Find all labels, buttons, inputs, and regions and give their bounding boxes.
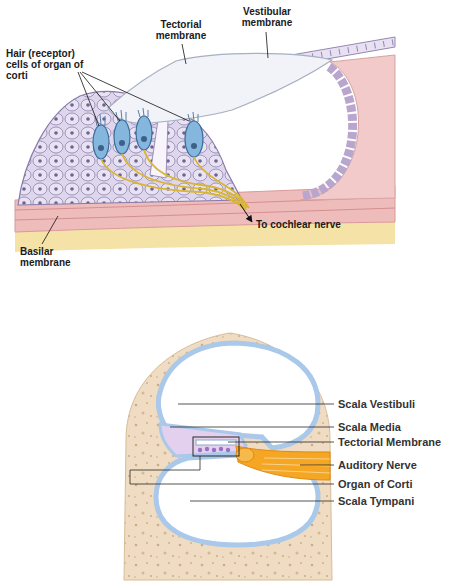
nerve-strands xyxy=(262,458,330,473)
stereocilia-tuft xyxy=(116,110,126,121)
leader-line xyxy=(78,72,99,126)
nucleus xyxy=(119,140,125,146)
tectorial-membrane-shape xyxy=(108,53,332,123)
tectorial-membrane-bar xyxy=(196,440,236,445)
basilar-stripe xyxy=(15,208,395,220)
organ-cells xyxy=(198,447,230,452)
stria-cells xyxy=(303,66,353,196)
nerve-fibers xyxy=(101,150,249,210)
nucleus xyxy=(98,145,104,151)
leader-line xyxy=(130,456,334,484)
cochlea-cross-section xyxy=(124,333,334,580)
nucleus xyxy=(141,136,147,142)
leader-line xyxy=(170,427,334,428)
leader-line xyxy=(190,501,334,502)
hair-cells xyxy=(93,116,203,159)
organ-cell xyxy=(219,447,223,451)
part-label: Scala Vestibuli xyxy=(338,398,415,410)
part-label: Scala Media xyxy=(338,421,401,433)
temporal-bone xyxy=(124,333,332,580)
leader-line xyxy=(266,32,268,58)
leader-line xyxy=(228,442,334,443)
part-label: To cochlear nerve xyxy=(256,219,341,230)
auditory-nerve-shape xyxy=(236,446,330,480)
organ-cell xyxy=(226,448,230,452)
leader-line xyxy=(300,465,334,466)
hair-cell xyxy=(136,116,152,150)
organ-cell xyxy=(198,448,202,452)
leader-line xyxy=(82,72,189,121)
leader-line xyxy=(178,404,334,405)
nerve-fiber xyxy=(194,157,249,208)
scala-media-shape xyxy=(160,424,248,456)
leader-line xyxy=(42,216,58,244)
leader-line xyxy=(80,72,120,121)
part-label: Basilar membrane xyxy=(20,246,76,268)
spiral-ligament xyxy=(300,55,395,200)
part-label: Vestibular membrane xyxy=(234,6,300,28)
nerve-fiber xyxy=(144,150,248,207)
hair-cell xyxy=(93,125,109,159)
nucleus xyxy=(191,143,197,149)
part-label: Scala Tympani xyxy=(338,495,414,507)
part-label: Tectorial Membrane xyxy=(338,436,441,448)
part-label: Organ of Corti xyxy=(338,478,413,490)
part-label: Hair (receptor) cells of organ of corti xyxy=(6,48,88,82)
hair-cell xyxy=(114,120,130,154)
hair-cell xyxy=(185,121,203,157)
organ-cell xyxy=(205,447,209,451)
organ-cell xyxy=(212,448,216,452)
nerve-arrow xyxy=(240,204,252,222)
organ-of-corti-box xyxy=(193,437,239,456)
part-label: Auditory Nerve xyxy=(338,459,417,471)
leader-line xyxy=(182,44,186,64)
bottom-leader-lines xyxy=(130,404,334,501)
tunnel-of-corti xyxy=(150,120,168,178)
part-label: Tectorial membrane xyxy=(150,19,212,41)
hair-cell-nuclei xyxy=(98,136,197,151)
